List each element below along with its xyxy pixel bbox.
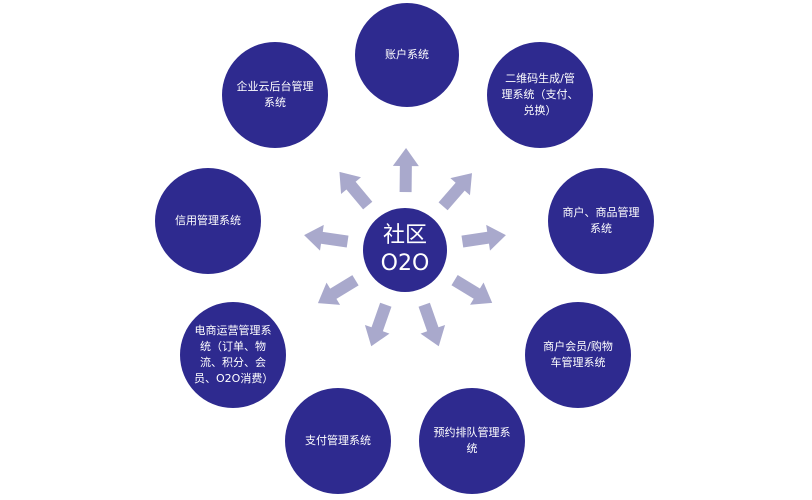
node-label: 电商运营管理系统（订单、物流、积分、会员、O2O消费） (194, 324, 274, 385)
center-line2: O2O (380, 251, 430, 276)
arrow-5 (364, 302, 392, 347)
arrow-1 (438, 173, 472, 211)
center-node: 社区 O2O (363, 208, 447, 292)
center-line1: 社区 (382, 223, 427, 248)
node-label: 预约排队管理系统 (433, 426, 511, 455)
node-label: 支付管理系统 (305, 434, 371, 447)
node-label: 商户、商品管理系统 (562, 206, 640, 235)
node-label: 企业云后台管理系统 (236, 80, 314, 109)
arrow-0 (392, 148, 419, 193)
node-member-cart-system: 商户会员/购物车管理系统 (525, 302, 631, 408)
arrow-2 (461, 224, 506, 251)
node-merchant-product-system: 商户、商品管理系统 (548, 168, 654, 274)
node-payment-system: 支付管理系统 (285, 388, 391, 494)
node-label: 账户系统 (385, 48, 429, 61)
node-label: 商户会员/购物车管理系统 (543, 340, 613, 369)
arrow-4 (418, 302, 446, 347)
arrow-7 (304, 224, 349, 251)
node-credit-system: 信用管理系统 (155, 168, 261, 274)
node-qrcode-system: 二维码生成/管理系统（支付、兑换） (487, 42, 593, 148)
node-label: 信用管理系统 (175, 214, 241, 227)
arrow-3 (451, 274, 493, 305)
arrow-8 (339, 171, 373, 210)
node-queue-system: 预约排队管理系统 (419, 388, 525, 494)
node-ecommerce-system: 电商运营管理系统（订单、物流、积分、会员、O2O消费） (180, 302, 286, 408)
arrow-6 (317, 275, 359, 305)
node-enterprise-cloud-system: 企业云后台管理系统 (222, 42, 328, 148)
node-label: 二维码生成/管理系统（支付、兑换） (501, 72, 579, 117)
node-account-system: 账户系统 (355, 3, 459, 107)
